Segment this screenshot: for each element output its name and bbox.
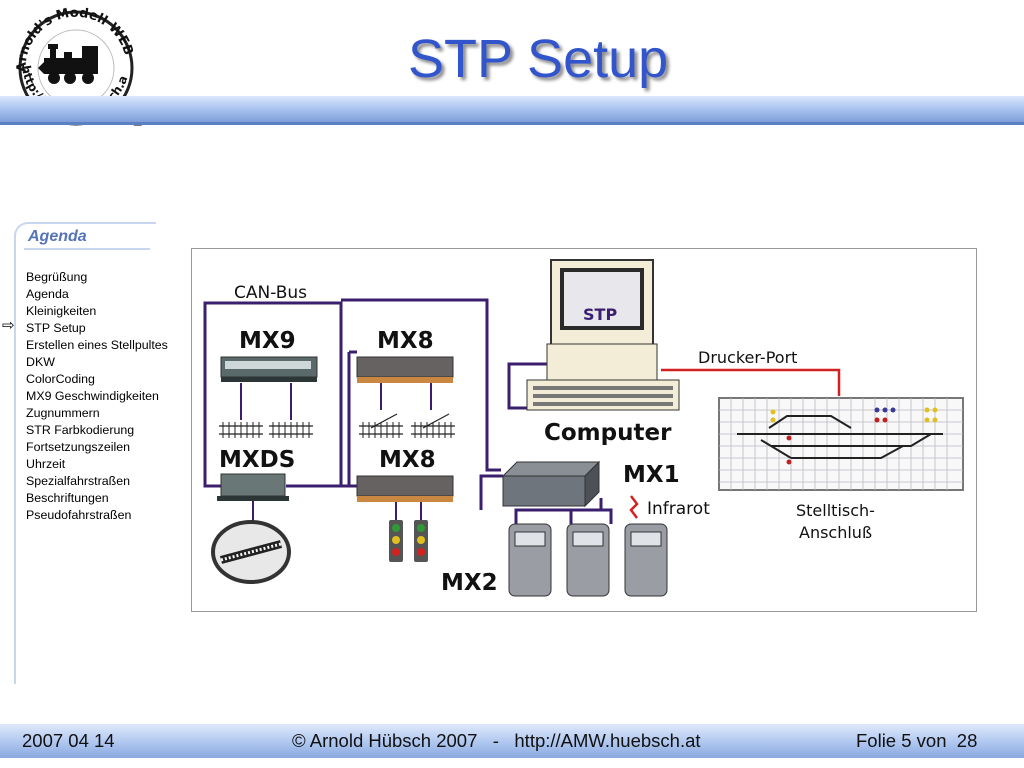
current-item-arrow-icon: ⇨ [2, 317, 15, 334]
agenda-divider [24, 248, 150, 250]
footer-slide-counter: Folie 5 von 28 [856, 730, 978, 751]
panel-label-line2: Anschluß [799, 523, 872, 542]
footer-band [0, 724, 1024, 758]
agenda-frame [14, 222, 156, 684]
mxds-label: MXDS [219, 447, 295, 473]
computer-label: Computer [544, 420, 672, 446]
mx9-label: MX9 [239, 328, 296, 354]
mx9-device [220, 356, 318, 382]
agenda-item[interactable]: Zugnummern [26, 406, 100, 420]
panel-label-line1: Stelltisch- [796, 501, 875, 520]
agenda-item[interactable]: Uhrzeit [26, 457, 66, 471]
footer-date: 2007 04 14 [22, 730, 115, 751]
agenda-item[interactable]: Erstellen eines Stellpultes [26, 338, 168, 352]
computer-icon: STP [526, 259, 680, 411]
agenda-item[interactable]: Pseudofahrstraßen [26, 508, 132, 522]
mx8-top-device [356, 356, 454, 383]
infrared-label: Infrarot [647, 499, 710, 519]
mxds-device [217, 473, 289, 501]
locomotive-icon [38, 44, 98, 84]
mx1-label: MX1 [623, 462, 680, 488]
mx8-bottom-device [356, 475, 454, 502]
agenda-item[interactable]: Agenda [26, 287, 69, 301]
printer-port-label: Drucker-Port [698, 348, 797, 367]
agenda-list: Begrüßung Agenda Kleinigkeiten STP Setup… [26, 269, 168, 524]
printer-cable [661, 368, 841, 396]
agenda-item[interactable]: Kleinigkeiten [26, 304, 97, 318]
agenda-item-current[interactable]: STP Setup [26, 321, 86, 335]
header-band [0, 96, 1024, 125]
stp-setup-diagram: CAN-Bus MX9 MX8 MXDS MX8 Computer Drucke… [191, 248, 977, 612]
infrared-icon [629, 495, 639, 519]
agenda-item[interactable]: Beschriftungen [26, 491, 109, 505]
agenda-item[interactable]: STR Farbkodierung [26, 423, 135, 437]
track-segments [219, 413, 455, 438]
turntable-icon [211, 520, 291, 584]
can-bus-label: CAN-Bus [234, 283, 307, 303]
monitor-logo-text: STP [583, 305, 617, 324]
mx8-top-label: MX8 [377, 328, 434, 354]
agenda-heading: Agenda [28, 228, 87, 245]
signal-icons [389, 520, 428, 562]
footer-copyright: © Arnold Hübsch 2007 - http://AMW.huebsc… [292, 730, 701, 751]
agenda-item[interactable]: DKW [26, 355, 55, 369]
mx2-handhelds [508, 523, 668, 597]
mx8-bottom-label: MX8 [379, 447, 436, 473]
agenda-item[interactable]: Spezialfahrstraßen [26, 474, 130, 488]
slide-title: STP Setup [408, 29, 669, 89]
agenda-item[interactable]: MX9 Geschwindigkeiten [26, 389, 159, 403]
agenda-item[interactable]: ColorCoding [26, 372, 95, 386]
mx1-device [501, 460, 601, 508]
mx2-label: MX2 [441, 570, 498, 596]
control-panel-grid [718, 397, 964, 491]
agenda-item[interactable]: Fortsetzungszeilen [26, 440, 130, 454]
agenda-item[interactable]: Begrüßung [26, 270, 88, 284]
can-bus-wiring [203, 298, 613, 524]
